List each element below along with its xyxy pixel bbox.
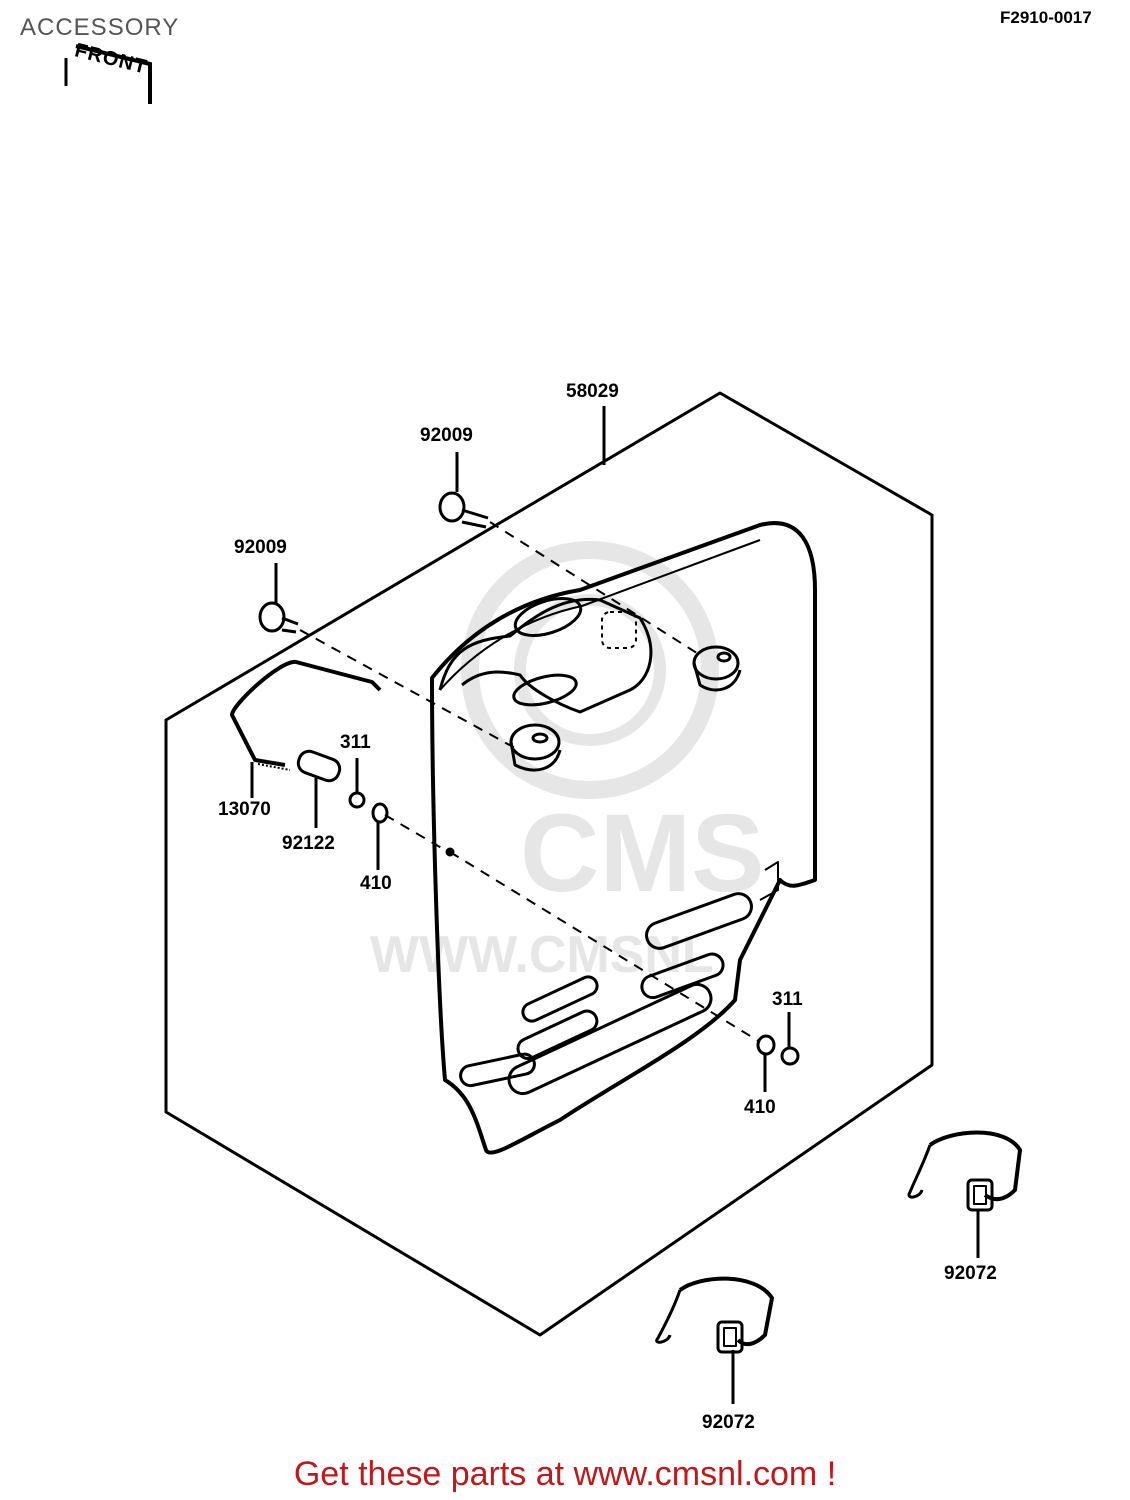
part-label-311-lower[interactable]: 311 (772, 989, 803, 1010)
page-title: ACCESSORY (20, 14, 180, 41)
mount-bracket (438, 597, 653, 714)
rod-13070 (230, 660, 382, 767)
part-label-410-lower[interactable]: 410 (744, 1097, 776, 1118)
part-label-13070[interactable]: 13070 (218, 799, 271, 820)
number-plate (430, 521, 817, 1155)
part-label-58029[interactable]: 58029 (566, 381, 619, 402)
part-label-92072-bottom[interactable]: 92072 (702, 1412, 755, 1433)
nut-311-lower (780, 1046, 800, 1066)
part-label-92009-top[interactable]: 92009 (420, 425, 473, 446)
grommet-lower (509, 723, 562, 772)
part-label-92009-left[interactable]: 92009 (234, 537, 287, 558)
bolt-92009-top (438, 491, 489, 529)
front-marker: FRONT (62, 38, 154, 106)
promo-link[interactable]: Get these parts at www.cmsnl.com ! (293, 1455, 837, 1493)
diagram-code: F2910-0017 (1000, 8, 1092, 27)
part-label-410-upper[interactable]: 410 (360, 873, 392, 894)
bolt-92009-left (258, 601, 299, 634)
part-label-92122[interactable]: 92122 (282, 833, 335, 854)
clamp-band-92072-right (907, 1130, 1022, 1212)
nut-311-upper (348, 791, 366, 809)
collar-92122 (296, 749, 342, 783)
front-arrow-icon (64, 44, 152, 104)
clamp-band-92072-bottom (655, 1276, 774, 1354)
grommet-upper (692, 645, 742, 692)
watermark-brand: CMS (520, 792, 765, 915)
washer-410-upper (371, 802, 389, 824)
washer-410-lower (756, 1034, 776, 1056)
kit-boundary (164, 391, 934, 1337)
part-label-311-upper[interactable]: 311 (340, 732, 371, 753)
part-label-92072-right[interactable]: 92072 (944, 1263, 997, 1284)
